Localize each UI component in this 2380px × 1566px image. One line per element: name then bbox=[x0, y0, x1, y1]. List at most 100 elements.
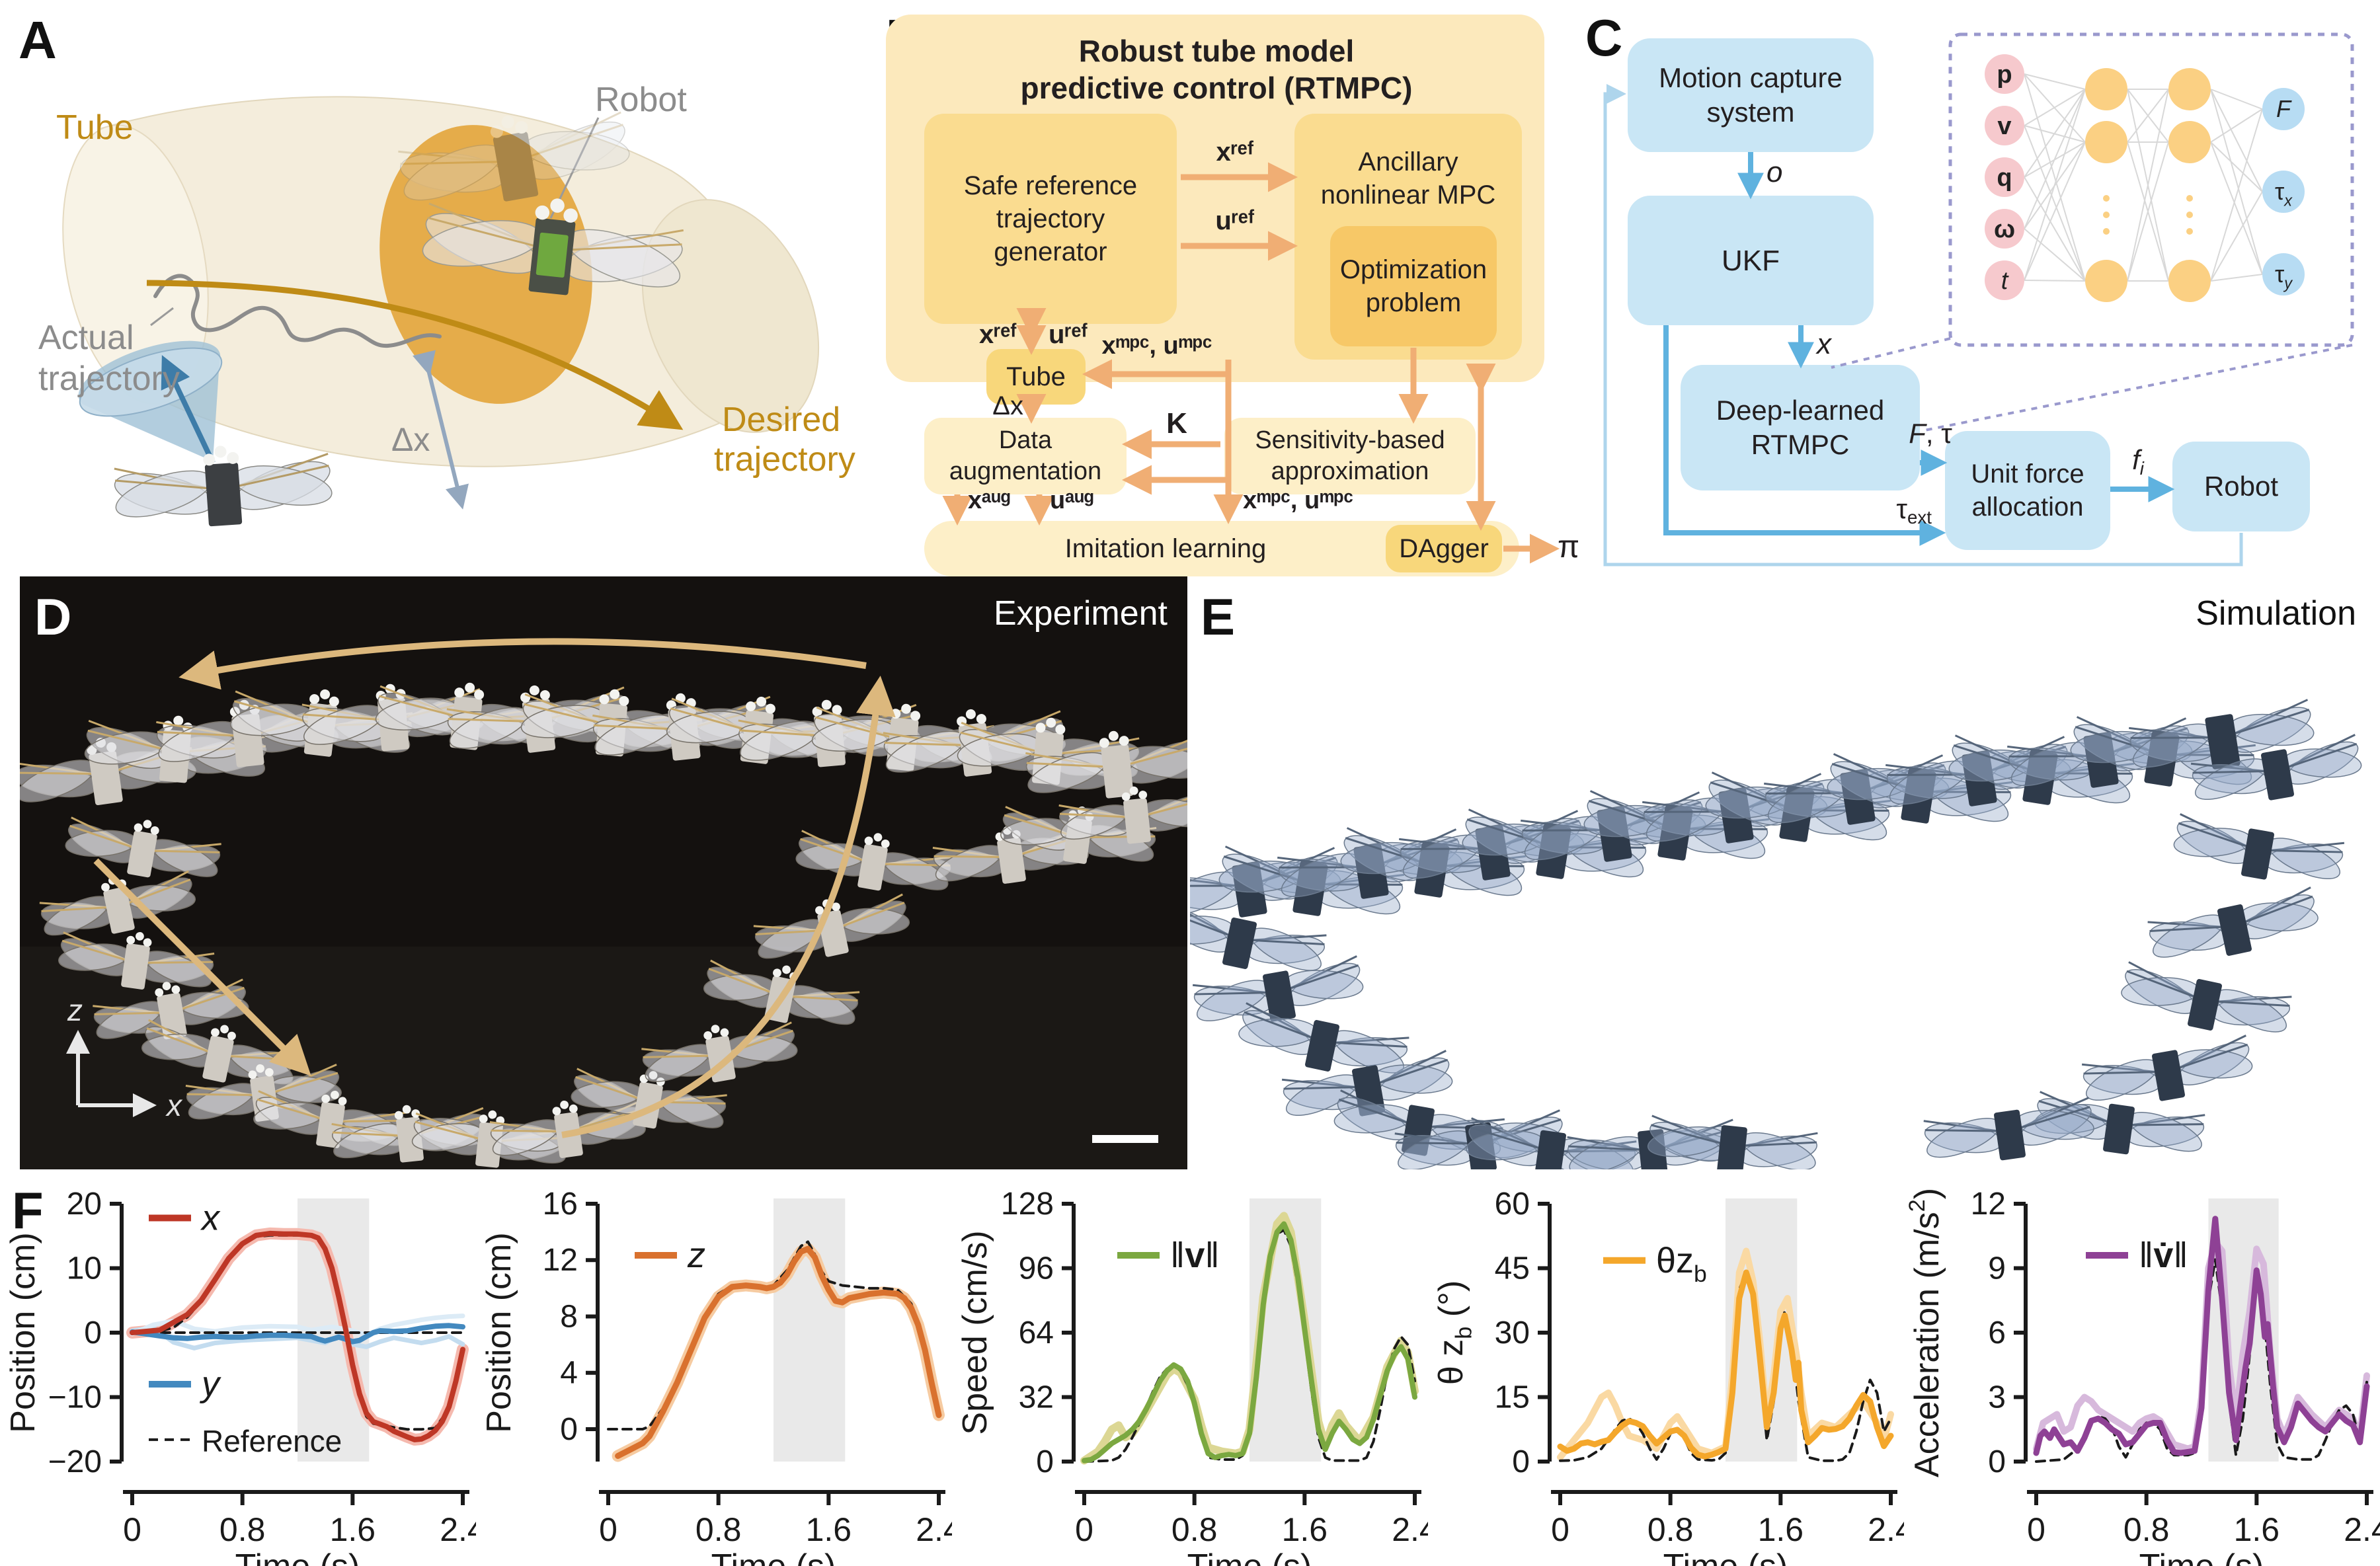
svg-text:q: q bbox=[1997, 164, 2012, 192]
series-y bbox=[130, 1323, 465, 1345]
series-reference-z bbox=[607, 1240, 940, 1430]
legend-label: θzb bbox=[1656, 1241, 1707, 1287]
robot-glyph bbox=[84, 715, 267, 783]
experiment-tag: Experiment bbox=[994, 594, 1168, 633]
robot-glyph bbox=[229, 689, 413, 757]
robot-label: Robot bbox=[595, 81, 687, 119]
robot-glyph bbox=[1466, 1117, 1637, 1169]
svg-text:96: 96 bbox=[1019, 1251, 1054, 1286]
robot-glyph bbox=[703, 959, 860, 1025]
xref-label-top: xʳᵉᶠ bbox=[1216, 137, 1254, 167]
tube-end-right bbox=[641, 199, 820, 433]
robot-glyph bbox=[331, 1105, 488, 1163]
tube-end-left bbox=[62, 124, 209, 405]
robot-glyph bbox=[1885, 736, 2071, 806]
series-theta-zb bbox=[1557, 1269, 1894, 1460]
panel-a-letter: A bbox=[19, 11, 57, 69]
svg-text:16: 16 bbox=[543, 1187, 578, 1222]
rtmpc-title-line2: predictive control (RTMPC) bbox=[1020, 71, 1413, 105]
svg-text:2.4: 2.4 bbox=[2344, 1511, 2380, 1548]
series-a-trial bbox=[2033, 1239, 2370, 1452]
robot-glyph bbox=[1218, 845, 1404, 916]
series-reference-x bbox=[131, 1233, 464, 1431]
svg-text:128: 128 bbox=[1001, 1187, 1054, 1222]
robot-glyph bbox=[592, 693, 775, 761]
robot-glyph bbox=[1923, 1097, 2094, 1161]
k-gain-label: K bbox=[1166, 407, 1187, 440]
svg-text:15: 15 bbox=[1495, 1380, 1530, 1415]
panel-f-letter: F bbox=[12, 1181, 44, 1239]
robot-glyph bbox=[39, 870, 196, 936]
svg-text:8: 8 bbox=[560, 1299, 578, 1334]
series-reference-v bbox=[1083, 1228, 1416, 1463]
robot-glyph bbox=[446, 685, 630, 753]
svg-text:0: 0 bbox=[599, 1511, 617, 1548]
xmpc-umpc-label-bottom: xᵐᵖᶜ, uᵐᵖᶜ bbox=[1243, 487, 1353, 514]
data-augmentation-box: Data augmentation bbox=[924, 418, 1127, 494]
motion-capture-box: Motion capture system bbox=[1628, 38, 1874, 152]
robot-glyph bbox=[58, 931, 215, 990]
robot-glyph bbox=[2007, 717, 2193, 788]
delta-x-label-b: Δx bbox=[992, 391, 1023, 420]
xref-label-pair: xʳᵉᶠ bbox=[978, 320, 1017, 349]
svg-text:60: 60 bbox=[1495, 1187, 1530, 1222]
tube-cross-section-disc bbox=[379, 125, 592, 404]
svg-text:30: 30 bbox=[1495, 1315, 1530, 1351]
uaug-label: uᵃᵘᵍ bbox=[1050, 487, 1094, 514]
robot-glyph bbox=[1567, 1118, 1738, 1169]
legend-label: Reference bbox=[202, 1424, 342, 1458]
y-axis-label: θ zb (°) bbox=[1432, 1280, 1477, 1385]
robot-glyph bbox=[753, 893, 910, 959]
robot-glyph bbox=[1827, 753, 2012, 824]
robot-glyph bbox=[185, 1064, 342, 1122]
robot-glyph bbox=[957, 717, 1140, 785]
series-v-trial bbox=[1080, 1212, 1419, 1465]
xaug-label: xᵃᵘᵍ bbox=[968, 487, 1011, 514]
robot-glyph bbox=[666, 696, 850, 764]
series-x-band bbox=[126, 1227, 469, 1446]
shaded-window bbox=[1726, 1198, 1798, 1462]
series-reference-theta bbox=[1559, 1271, 1892, 1462]
robot-glyph bbox=[1948, 734, 2134, 805]
svg-text:0: 0 bbox=[84, 1315, 102, 1351]
series-v bbox=[1082, 1221, 1417, 1464]
y-axis-label: Speed (cm/s) bbox=[956, 1230, 994, 1434]
panel-c-letter: C bbox=[1585, 9, 1623, 67]
safe-ref-box: Safe reference trajectory generator bbox=[924, 114, 1177, 324]
svg-text:6: 6 bbox=[1988, 1315, 2006, 1351]
uref-label-pair: uʳᵉᶠ bbox=[1049, 320, 1088, 349]
robot-glyph bbox=[93, 978, 249, 1040]
legend-label: y bbox=[199, 1364, 221, 1404]
robot-glyph bbox=[1642, 773, 1828, 843]
svg-text:64: 64 bbox=[1019, 1315, 1054, 1351]
svg-text:10: 10 bbox=[67, 1251, 102, 1286]
legend-label: z bbox=[687, 1235, 705, 1275]
robot-glyph bbox=[375, 682, 558, 750]
robot-glyph bbox=[738, 699, 921, 767]
panel-d-letter: D bbox=[34, 588, 72, 646]
svg-text:2.4: 2.4 bbox=[1392, 1511, 1428, 1548]
observation-label: o bbox=[1766, 156, 1783, 188]
actual-trajectory-label-1: Actual bbox=[38, 319, 134, 357]
robot-glyph bbox=[1025, 730, 1187, 799]
svg-text:F: F bbox=[2276, 95, 2292, 122]
svg-text:0.8: 0.8 bbox=[2123, 1511, 2170, 1548]
fi-label: fi bbox=[2132, 444, 2144, 479]
thrust-cone bbox=[78, 340, 221, 461]
series-reference-a bbox=[2035, 1258, 2368, 1463]
unit-force-allocation-box: Unit force allocation bbox=[1945, 431, 2110, 550]
axis-x-label: x bbox=[165, 1088, 183, 1122]
tube-label: Tube bbox=[56, 108, 134, 147]
svg-text:1.6: 1.6 bbox=[330, 1511, 376, 1548]
robot-glyph bbox=[141, 1019, 298, 1085]
shaded-window bbox=[1250, 1198, 1322, 1462]
legend-label: ‖v̇‖ bbox=[2139, 1235, 2188, 1275]
svg-text:0: 0 bbox=[560, 1412, 578, 1447]
ukf-box: UKF bbox=[1628, 196, 1874, 325]
delta-x-arrow bbox=[413, 350, 469, 510]
